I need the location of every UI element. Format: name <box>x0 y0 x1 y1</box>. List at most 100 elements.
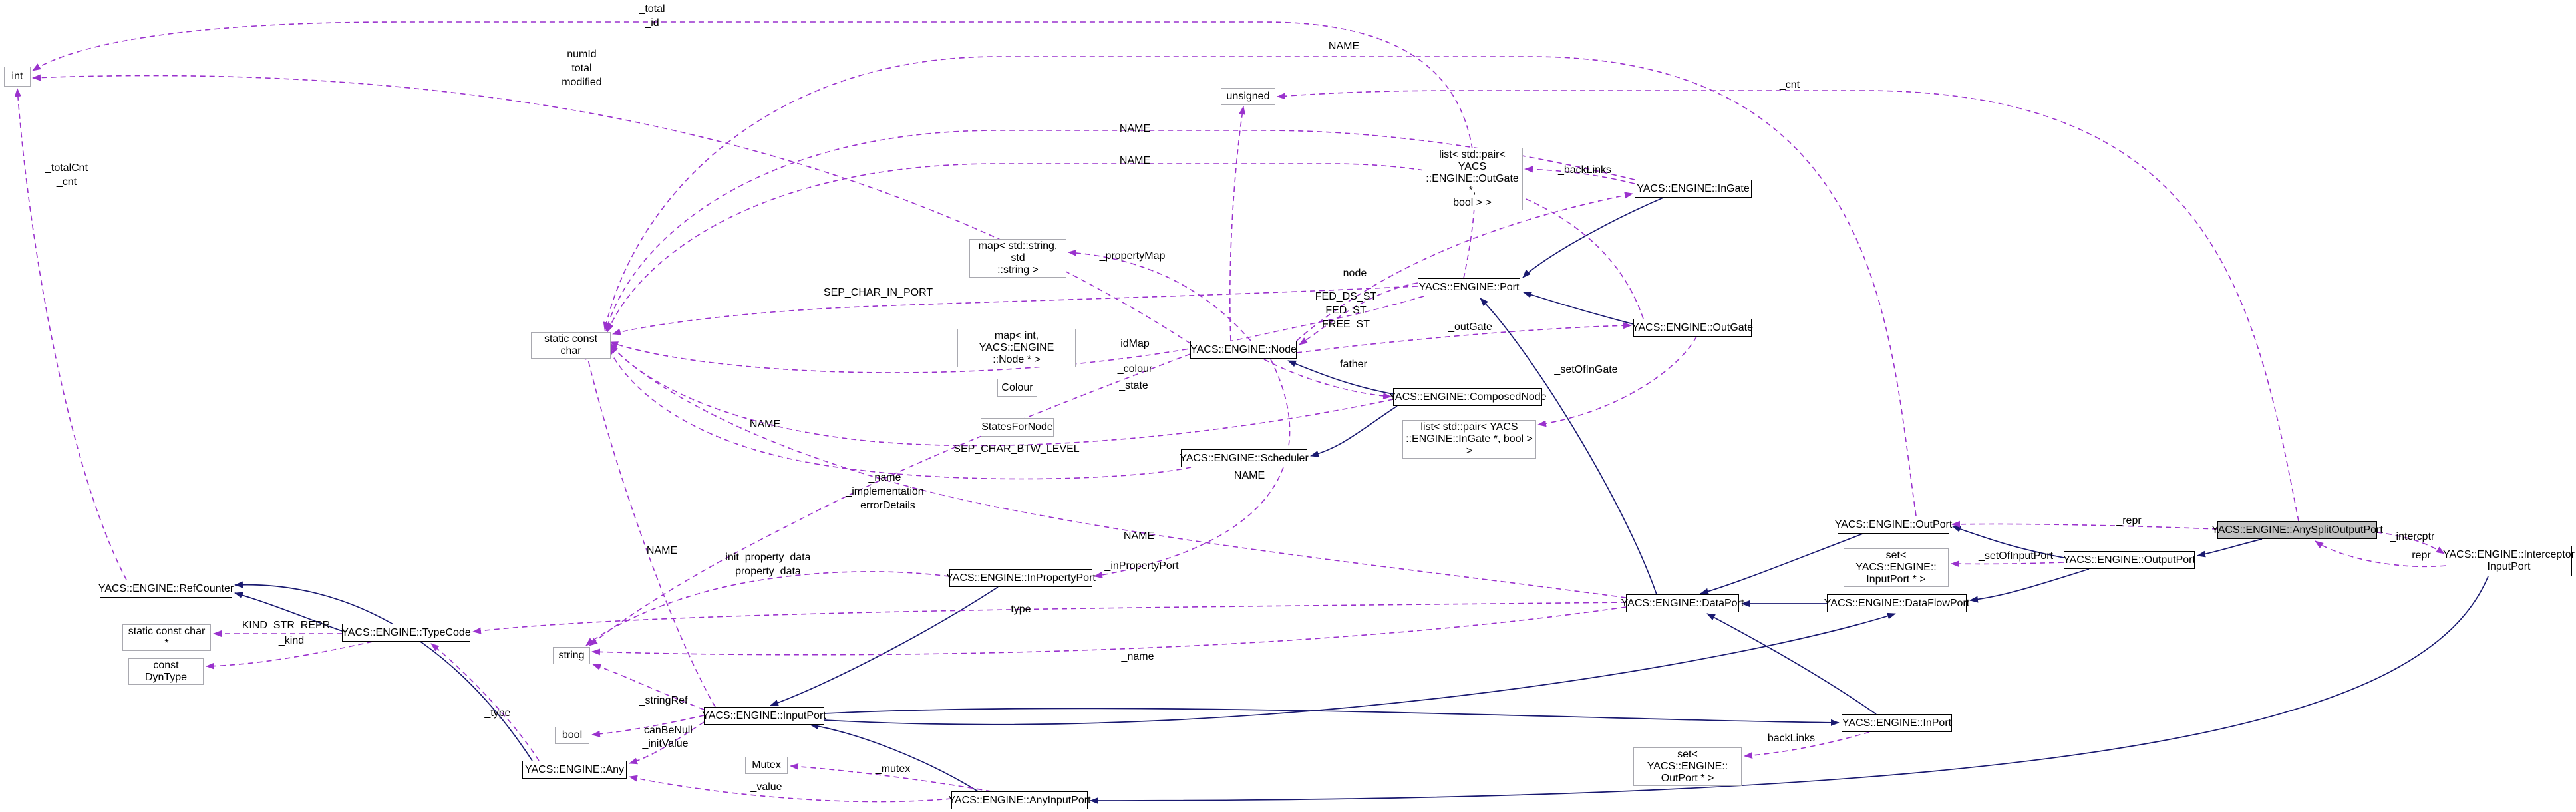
edge-dataport-to-staticconstchar <box>610 344 1627 598</box>
edge-label: _total _id <box>639 3 665 29</box>
class-box-any[interactable]: YACS::ENGINE::Any <box>522 761 627 779</box>
class-box-list-ingate-pair: list< std::pair< YACS ::ENGINE::InGate *… <box>1402 420 1536 459</box>
edge-inputport-to-staticconstchar <box>584 351 716 708</box>
edge-typecode-to-refcounter <box>234 592 343 632</box>
edge-label: _init_property_data _property_data <box>719 552 811 577</box>
class-box-map-int-node: map< int, YACS::ENGINE ::Node * > <box>957 329 1076 367</box>
class-box-mutex: Mutex <box>745 757 788 774</box>
edge-label: _stringRef <box>639 695 688 706</box>
class-box-typecode[interactable]: YACS::ENGINE::TypeCode <box>341 624 471 642</box>
edge-anyinputport-to-any-value <box>629 775 952 803</box>
edge-label: _outGate <box>1448 321 1492 333</box>
edge-label: _kind <box>278 635 305 646</box>
class-box-statesfornode: StatesForNode <box>981 418 1054 437</box>
edge-label: _setOfInGate <box>1554 364 1618 375</box>
edge-inputport-to-bool <box>591 715 705 737</box>
class-box-unsigned: unsigned <box>1221 88 1275 105</box>
edge-inpropertyport-to-inputport <box>770 586 999 706</box>
edge-anysplit-to-outport-repr <box>1951 520 2218 530</box>
edge-inputport-to-inport <box>824 708 1840 726</box>
edge-ingate-to-port <box>1522 197 1664 278</box>
edge-label: KIND_STR_REPR <box>242 620 331 631</box>
edge-label: _totalCnt _cnt <box>45 162 88 188</box>
edge-label: _backLinks <box>1761 733 1816 744</box>
edge-node-to-propertymap <box>1068 249 1251 341</box>
class-box-anyinputport[interactable]: YACS::ENGINE::AnyInputPort <box>949 791 1091 809</box>
edge-anyinputport-to-mutex <box>790 763 992 792</box>
edge-label: _father <box>1334 359 1367 370</box>
class-box-scheduler[interactable]: YACS::ENGINE::Scheduler <box>1180 449 1309 467</box>
edge-any-to-refcounter <box>234 581 533 761</box>
class-box-const-dyntype: const DynType <box>128 658 204 685</box>
class-box-map-string-string: map< std::string, std ::string > <box>969 239 1066 278</box>
edge-label: SEP_CHAR_IN_PORT <box>823 287 933 298</box>
class-box-outgate[interactable]: YACS::ENGINE::OutGate <box>1632 319 1753 337</box>
class-box-outport[interactable]: YACS::ENGINE::OutPort <box>1835 516 1952 534</box>
edge-outputport-to-dataflowport <box>1969 568 2090 603</box>
edge-any-to-typecode <box>430 643 540 761</box>
edge-label: _cnt <box>1779 79 1800 91</box>
class-box-bool: bool <box>555 727 589 744</box>
edge-scheduler-to-staticconstchar <box>607 346 1192 480</box>
class-box-composednode[interactable]: YACS::ENGINE::ComposedNode <box>1388 388 1547 406</box>
class-box-inpropertyport[interactable]: YACS::ENGINE::InPropertyPort <box>946 569 1096 587</box>
edge-label: SEP_CHAR_BTW_LEVEL <box>953 443 1080 455</box>
edge-dataport-to-port <box>1480 298 1657 595</box>
edge-port-to-staticconstchar-sepchar <box>612 286 1418 335</box>
edge-label: NAME <box>1233 470 1265 481</box>
edge-label: NAME <box>646 545 678 556</box>
edge-anysplit-to-unsigned-cnt <box>1277 90 2299 522</box>
class-box-outputport[interactable]: YACS::ENGINE::OutputPort <box>2063 551 2195 569</box>
edge-outgate-to-staticconstchar-name <box>607 163 1644 333</box>
edge-inputport-to-string-stringref <box>592 664 705 710</box>
edge-dataport-to-string-name <box>591 606 1627 656</box>
edge-node-to-inpropertyport <box>1094 359 1291 578</box>
edge-node-to-unsigned <box>1229 106 1246 341</box>
class-box-ingate[interactable]: YACS::ENGINE::InGate <box>1635 180 1752 198</box>
edge-inport-to-dataport <box>1706 613 1877 715</box>
edge-label: NAME <box>1328 41 1360 52</box>
edge-label: _name <box>1121 651 1154 662</box>
edge-label: _type <box>484 708 511 719</box>
class-box-inport[interactable]: YACS::ENGINE::InPort <box>1842 714 1952 732</box>
edge-label: _repr <box>2406 550 2431 561</box>
edge-anysplit-to-interceptor <box>2376 532 2445 554</box>
class-box-dataflowport[interactable]: YACS::ENGINE::DataFlowPort <box>1824 594 1969 612</box>
edge-label: _numId _total _modified <box>556 49 602 88</box>
edge-composednode-to-staticconstchar <box>609 342 1394 447</box>
class-box-refcounter[interactable]: YACS::ENGINE::RefCounter <box>98 580 234 598</box>
edge-ingate-to-backlinks-list <box>1524 166 1635 184</box>
class-box-interceptorinputport[interactable]: YACS::ENGINE::Interceptor InputPort <box>2443 546 2575 576</box>
edge-interceptor-to-anyinputport <box>1090 576 2489 804</box>
edge-label: _name _implementation _errorDetails <box>846 472 924 511</box>
edge-composednode-to-scheduler <box>1310 405 1398 457</box>
edge-label: _value <box>750 781 782 793</box>
edge-label: _canBeNull <box>638 725 693 736</box>
edge-label: NAME <box>1119 155 1151 166</box>
edge-label: _node <box>1337 268 1367 279</box>
class-box-int: int <box>4 67 31 87</box>
edge-label: _intercptr <box>2390 531 2435 542</box>
edge-anysplit-to-outputport <box>2197 538 2263 558</box>
edge-label: _backLinks <box>1557 164 1612 176</box>
edge-outgate-to-ingate-list <box>1537 336 1697 427</box>
edge-port-to-int-total-id <box>32 21 1476 279</box>
edge-label: _mutex <box>875 763 911 775</box>
edge-label: FED_DS_ST FED_ST FREE_ST <box>1315 291 1377 330</box>
class-box-port[interactable]: YACS::ENGINE::Port <box>1418 278 1520 296</box>
edge-port-to-staticconstchar-fed <box>609 296 1424 373</box>
edge-outputport-to-setinputport <box>1951 560 2064 568</box>
edge-inputport-to-dataflowport <box>824 612 1896 725</box>
edge-anyinputport-to-inputport <box>810 723 979 792</box>
class-box-colour: Colour <box>997 379 1037 397</box>
class-box-dataport[interactable]: YACS::ENGINE::DataPort <box>1621 594 1744 612</box>
class-box-node[interactable]: YACS::ENGINE::Node <box>1190 341 1297 359</box>
edge-label: idMap <box>1120 338 1150 349</box>
edge-node-to-composednode-father <box>1263 359 1392 399</box>
class-box-inputport[interactable]: YACS::ENGINE::InputPort <box>702 707 826 725</box>
class-box-anysplitoutputport[interactable]: YACS::ENGINE::AnySplitOutputPort <box>2211 521 2383 539</box>
edge-label: NAME <box>1119 123 1151 134</box>
edge-interceptor-to-anysplit-repr <box>2315 540 2446 568</box>
